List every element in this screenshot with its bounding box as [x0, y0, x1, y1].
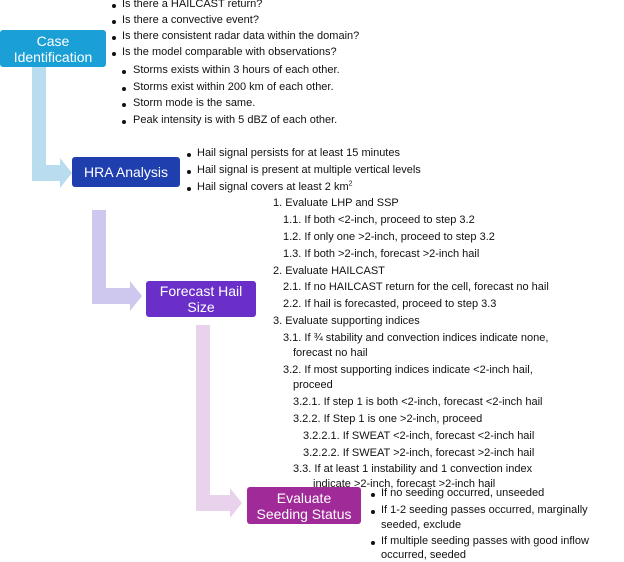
case-item: Is the model comparable with observation…	[122, 46, 337, 58]
case-subitem: Storm mode is the same.	[133, 97, 256, 109]
hra-item: Hail signal is present at multiple verti…	[197, 164, 421, 176]
hra-item-area-text: Hail signal covers at least 2 km	[197, 181, 349, 193]
case-subitem: Storms exists within 3 hours of each oth…	[133, 64, 340, 76]
forecast-step: 1. Evaluate LHP and SSP	[273, 197, 399, 209]
hra-bullet	[187, 153, 191, 157]
case-bullet	[112, 4, 116, 8]
forecast-step-continued: proceed	[293, 379, 333, 391]
case-bullet	[112, 52, 116, 56]
hra-item: Hail signal persists for at least 15 min…	[197, 147, 400, 159]
evaluate-seeding-status-box: Evaluate Seeding Status	[247, 487, 361, 524]
forecast-hail-size-label-line2: Size	[187, 299, 215, 315]
seeding-item: If 1-2 seeding passes occurred, marginal…	[381, 504, 588, 516]
seeding-item-continued: occurred, seeded	[381, 549, 466, 561]
case-bullet	[112, 20, 116, 24]
forecast-step: 3.1. If ¾ stability and convection indic…	[283, 332, 549, 344]
forecast-step: 3.2. If most supporting indices indicate…	[283, 364, 533, 376]
case-identification-label-line1: Case	[36, 32, 70, 49]
hra-analysis-label: HRA Analysis	[83, 164, 169, 180]
case-subitem: Storms exist within 200 km of each other…	[133, 81, 334, 93]
forecast-step: 3.2.2.2. If SWEAT >2-inch, forecast >2-i…	[303, 447, 535, 459]
evaluate-seeding-label-line2: Seeding Status	[256, 505, 352, 522]
forecast-step: 2.2. If hail is forecasted, proceed to s…	[283, 298, 497, 310]
hra-item-area: Hail signal covers at least 2 km2	[197, 180, 353, 194]
forecast-step: 3. Evaluate supporting indices	[273, 315, 420, 327]
forecast-step: 1.1. If both <2-inch, proceed to step 3.…	[283, 214, 475, 226]
forecast-hail-size-box: Forecast Hail Size	[146, 281, 256, 317]
hra-bullet	[187, 187, 191, 191]
forecast-step: 2. Evaluate HAILCAST	[273, 265, 385, 277]
case-item: Is there consistent radar data within th…	[122, 30, 360, 42]
case-subbullet	[122, 120, 126, 124]
seeding-bullet	[371, 510, 375, 514]
hra-bullet	[187, 170, 191, 174]
hra-analysis-box: HRA Analysis	[72, 157, 180, 187]
arrow-hra-to-forecast	[92, 210, 142, 311]
seeding-item: If no seeding occurred, unseeded	[381, 487, 545, 499]
case-subbullet	[122, 103, 126, 107]
evaluate-seeding-label-line1: Evaluate	[276, 489, 332, 506]
forecast-step: 1.2. If only one >2-inch, proceed to ste…	[283, 231, 495, 243]
case-subitem: Peak intensity is with 5 dBZ of each oth…	[133, 114, 338, 126]
forecast-step: 3.3. If at least 1 instability and 1 con…	[293, 463, 533, 475]
seeding-bullet	[371, 493, 375, 497]
arrow-forecast-to-seeding	[196, 325, 242, 518]
seeding-bullet	[371, 541, 375, 545]
case-item: Is there a HAILCAST return?	[122, 0, 263, 10]
case-identification-label-line2: Identification	[13, 48, 93, 65]
arrow-case-to-hra	[32, 66, 72, 188]
forecast-step: 3.2.1. If step 1 is both <2-inch, foreca…	[293, 396, 543, 408]
forecast-hail-size-label-line1: Forecast Hail	[159, 283, 243, 299]
case-identification-box: Case Identification	[0, 30, 106, 67]
forecast-step: 2.1. If no HAILCAST return for the cell,…	[283, 281, 549, 293]
case-subbullet	[122, 70, 126, 74]
forecast-step: 3.2.2. If Step 1 is one >2-inch, proceed	[293, 413, 483, 425]
forecast-step-continued: forecast no hail	[293, 347, 368, 359]
case-bullet	[112, 36, 116, 40]
case-subbullet	[122, 87, 126, 91]
forecast-step: 1.3. If both >2-inch, forecast >2-inch h…	[283, 248, 480, 260]
seeding-item: If multiple seeding passes with good inf…	[381, 535, 589, 547]
seeding-item-continued: seeded, exclude	[381, 519, 462, 531]
forecast-step: 3.2.2.1. If SWEAT <2-inch, forecast <2-i…	[303, 430, 535, 442]
hra-superscript: 2	[348, 180, 353, 188]
case-item: Is there a convective event?	[122, 14, 259, 26]
